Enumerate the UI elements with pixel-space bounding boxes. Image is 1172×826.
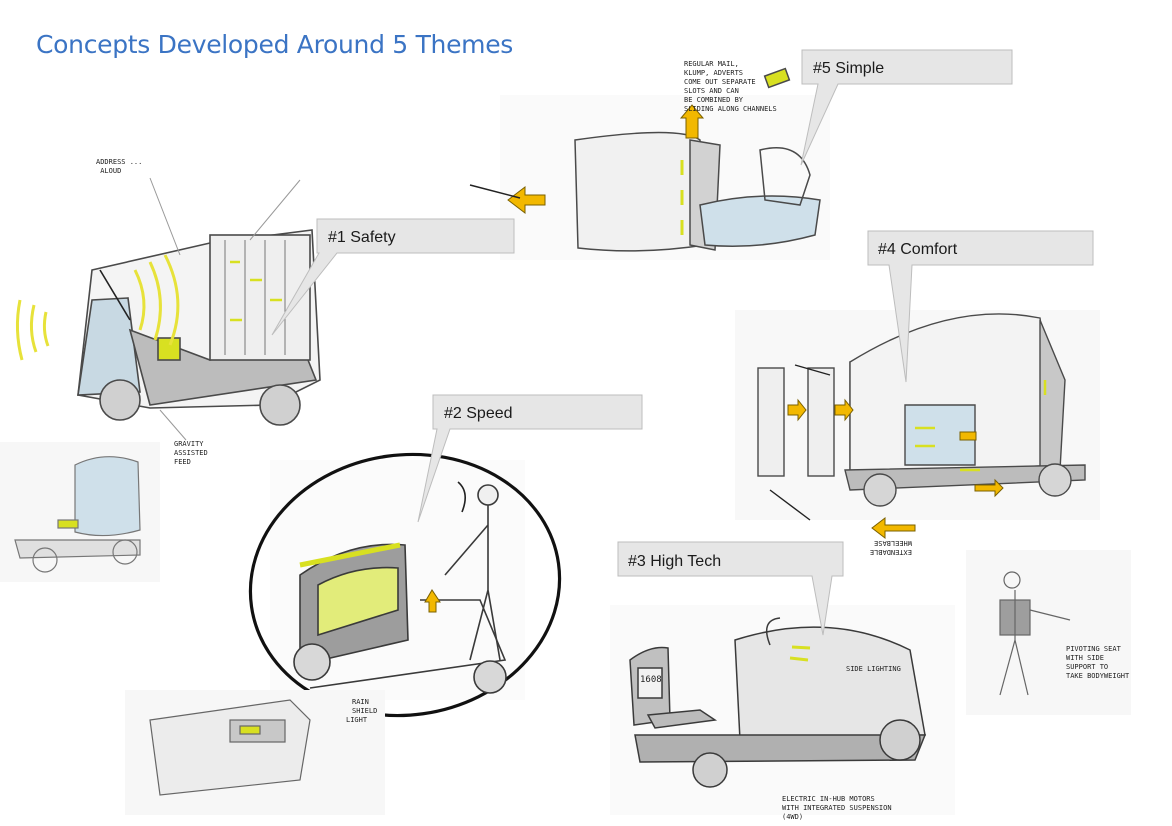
- annotation-regular-mail: REGULAR MAIL, KLUMP, ADVERTS COME OUT SE…: [684, 60, 777, 113]
- comfort-vehicle-sketch: [735, 310, 1100, 540]
- callout-simple: #5 Simple: [800, 49, 1013, 166]
- speed-vehicle-sketch: [248, 452, 562, 718]
- callout-high-tech: #3 High Tech: [617, 541, 844, 636]
- annotation-address-aloud: ADDRESS ... ALOUD: [96, 158, 143, 175]
- callout-comfort: #4 Comfort: [867, 230, 1094, 383]
- annotation-gravity-feed: GRAVITY ASSISTED FEED: [174, 440, 208, 466]
- annotation-pivoting-seat: PIVOTING SEAT WITH SIDE SUPPORT TO TAKE …: [1066, 645, 1130, 680]
- page-title: Concepts Developed Around 5 Themes: [36, 30, 514, 59]
- pivoting-seat-sketch: [966, 550, 1131, 715]
- annotation-electric-motors: ELECTRIC IN-HUB MOTORS WITH INTEGRATED S…: [782, 795, 892, 821]
- annotation-light: LIGHT: [346, 716, 368, 724]
- screen-number: 1608: [640, 675, 662, 685]
- callout-label-simple: #5 Simple: [813, 60, 884, 77]
- callout-label-speed: #2 Speed: [444, 405, 513, 422]
- annotation-extendable-wheelbase: EXTENDABLE WHEELBASE: [869, 539, 912, 556]
- high-tech-vehicle-sketch: [610, 605, 955, 815]
- annotation-rain-shield: RAIN SHIELD: [352, 698, 378, 715]
- scooter-sketch: [0, 442, 160, 582]
- callout-speed: #2 Speed: [417, 394, 643, 523]
- callout-safety: #1 Safety: [271, 218, 515, 336]
- simple-vehicle-sketch: [469, 67, 830, 260]
- safety-vehicle-sketch: [15, 177, 321, 441]
- annotation-side-lighting: SIDE LIGHTING: [846, 665, 901, 673]
- speed-detail-sketch: [125, 690, 385, 815]
- callout-label-high-tech: #3 High Tech: [628, 553, 721, 570]
- callout-label-comfort: #4 Comfort: [878, 241, 958, 258]
- callout-label-safety: #1 Safety: [328, 229, 396, 246]
